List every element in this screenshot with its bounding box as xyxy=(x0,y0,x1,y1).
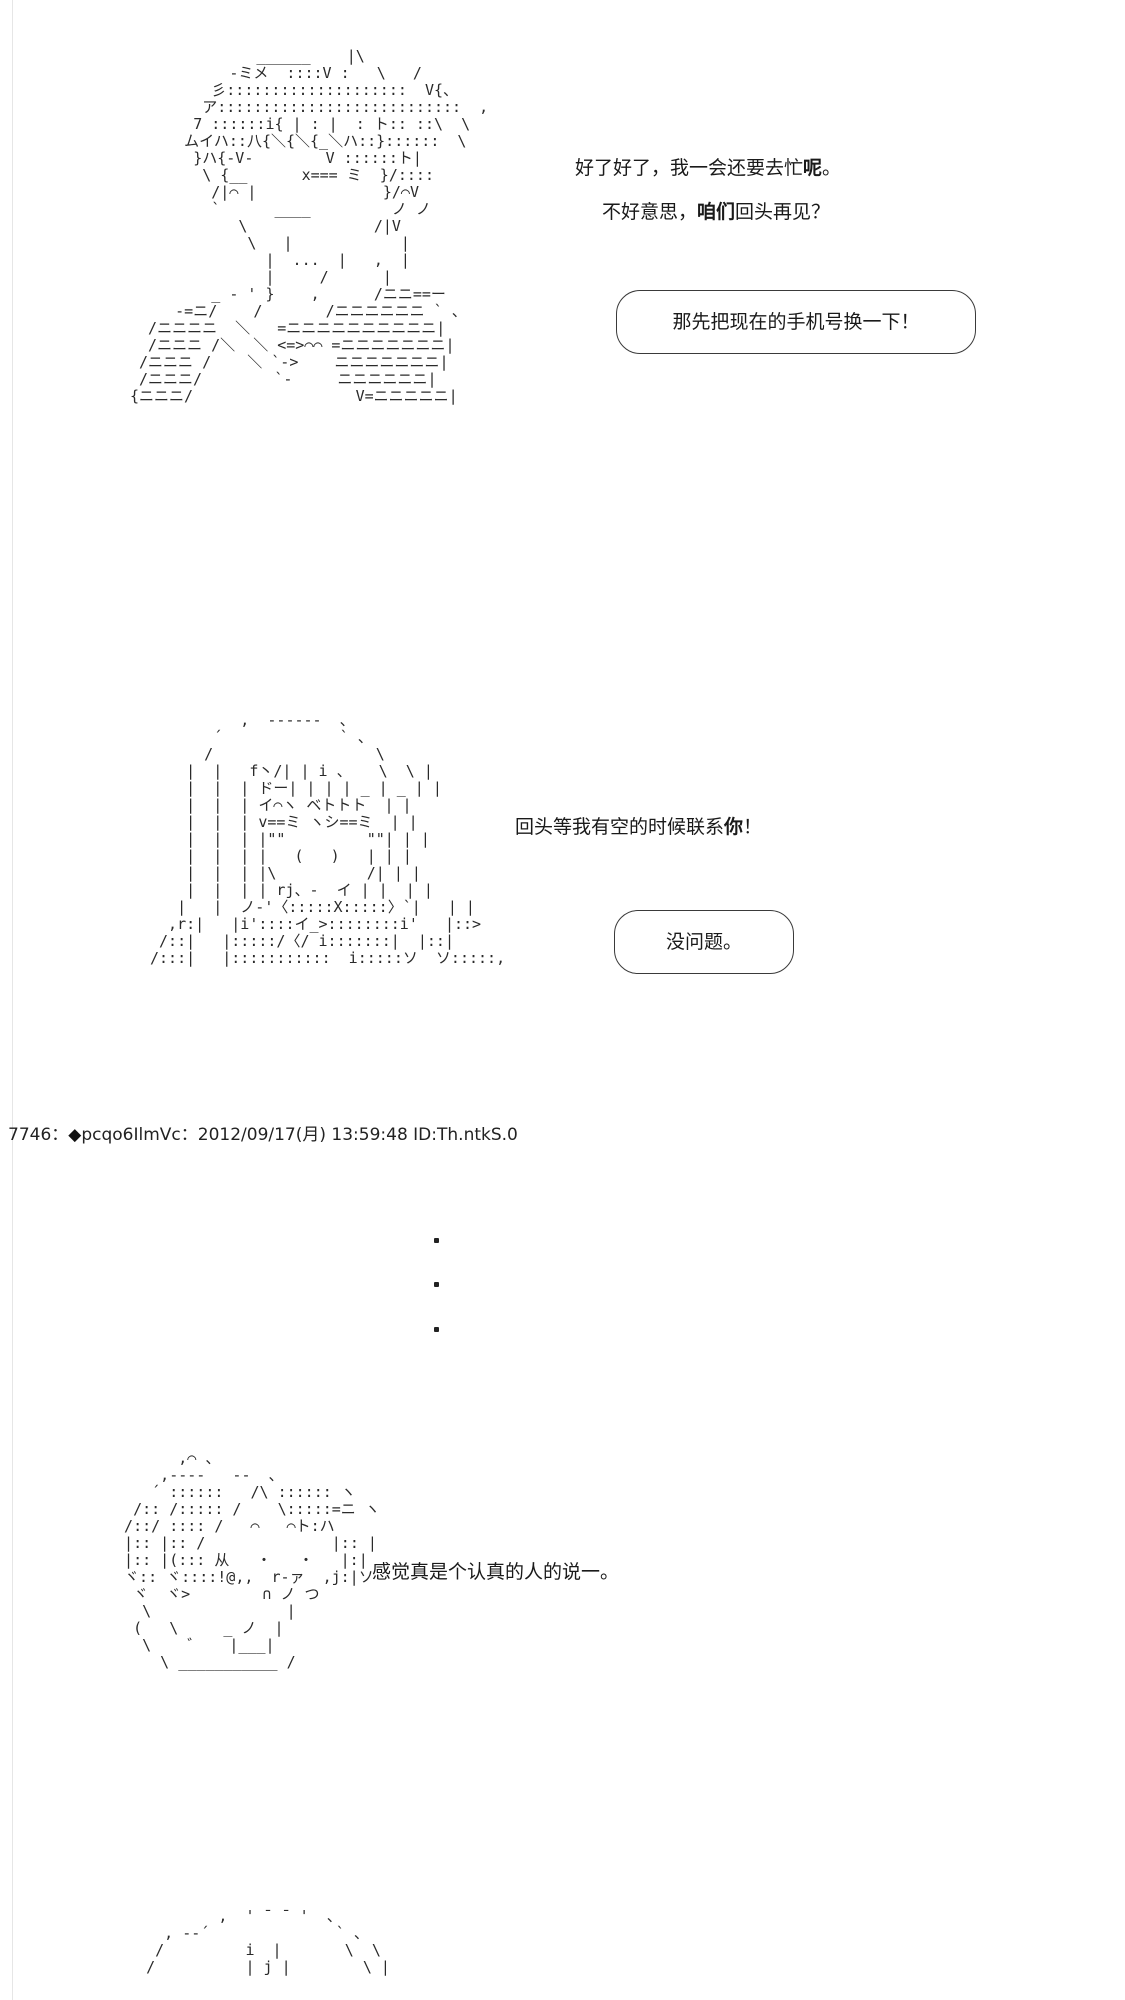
speech-bubble: 那先把现在的手机号换一下！ xyxy=(616,290,976,354)
ellipsis-dot xyxy=(434,1238,439,1243)
trip-diamond-icon: ◆ xyxy=(68,1125,82,1145)
speech-bubble-text: 没问题。 xyxy=(665,931,742,953)
post-trip: pcqo6IlmVc xyxy=(81,1125,181,1145)
speech-bubble-text: 那先把现在的手机号换一下！ xyxy=(672,311,920,333)
post-header: 7746：◆pcqo6IlmVc：2012/09/17(月) 13:59:48 … xyxy=(8,1125,518,1145)
post-number: 7746 xyxy=(8,1125,52,1145)
dialog-line: 不好意思，咱们回头再见？ xyxy=(602,201,831,223)
ellipsis-dot xyxy=(434,1282,439,1287)
dialog-line: 好了好了，我一会还要去忙呢。 xyxy=(575,157,842,179)
ascii-art-partial: , ' ¯ ¯ ' 、 , -‐´ ` 、 / i | \ \ / | j | … xyxy=(146,1907,390,1976)
dialog-line: 感觉真是个认真的人的说一。 xyxy=(372,1561,620,1583)
ascii-art-boy: ______ |\ -ミメ ::::V : \ / 彡:::::::::::::… xyxy=(130,47,489,405)
ascii-art-girl: , -‐‐‐‐‐ 、 ´ ` 、 / \ | | f丶/| | i 、 \ \ … xyxy=(150,711,506,967)
post-datetime: ：2012/09/17(月) 13:59:48 ID:Th.ntkS.0 xyxy=(180,1125,518,1145)
ellipsis-dot xyxy=(434,1327,439,1332)
speech-bubble: 没问题。 xyxy=(614,910,794,974)
ascii-art-character: ,⌒ 、 ,-‐‐‐ ‐‐ 、 ´ :::::: /\ :::::: ヽ /::… xyxy=(124,1449,380,1671)
dialog-line: 回头等我有空的时候联系你！ xyxy=(515,816,763,838)
